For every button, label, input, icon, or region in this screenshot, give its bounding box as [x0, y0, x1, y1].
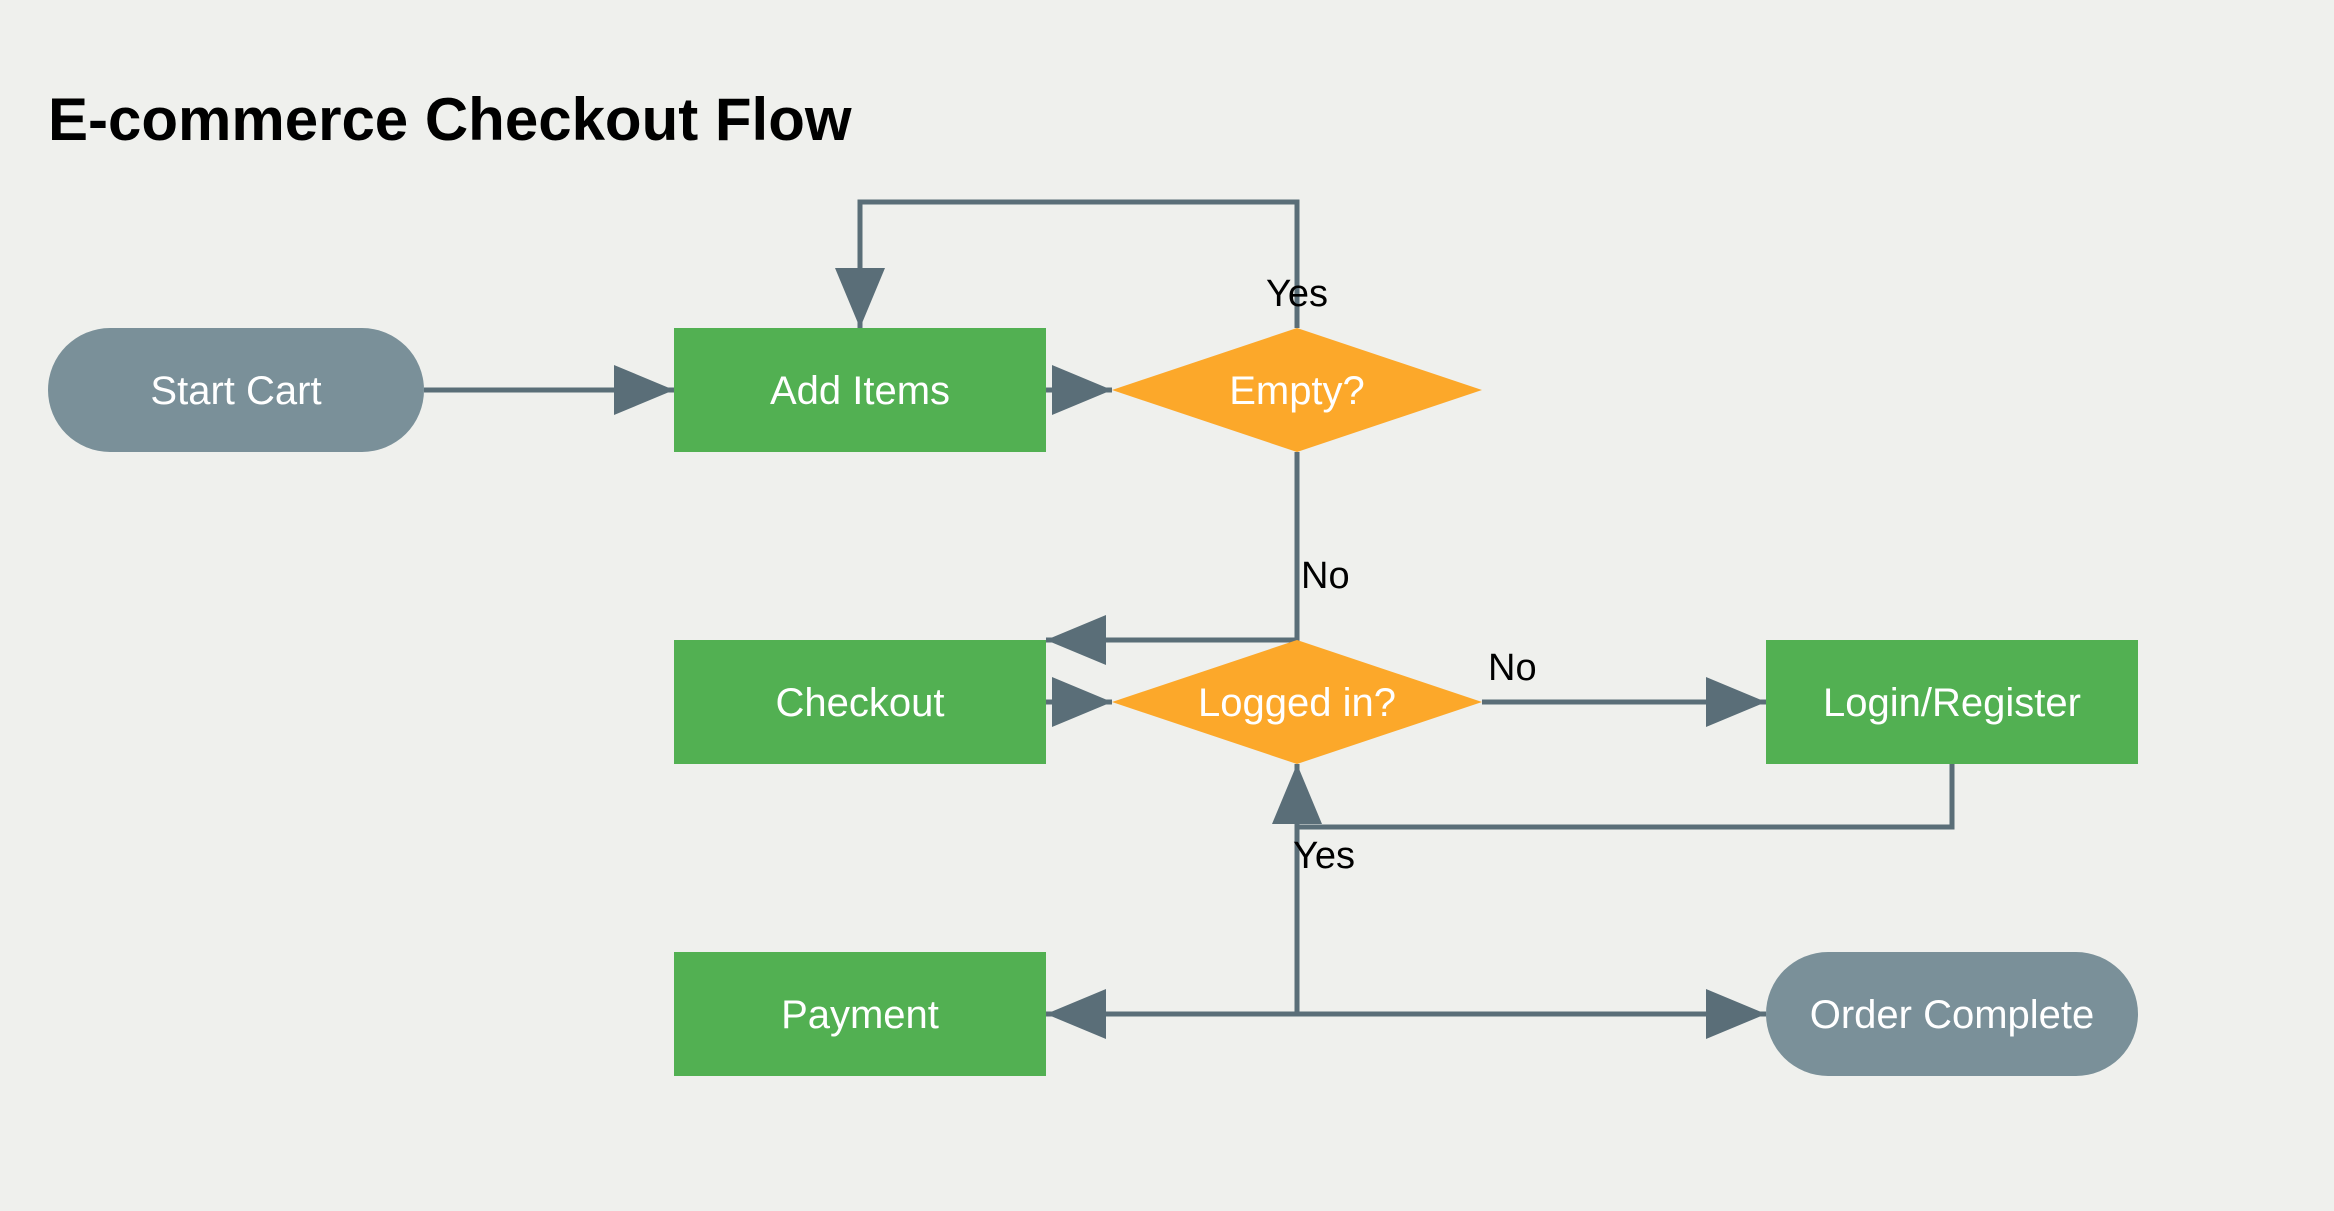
- diagram-title: E-commerce Checkout Flow: [48, 86, 852, 153]
- edge-login-to-logged-in: [1272, 764, 1955, 830]
- edge-label-empty-no: No: [1301, 555, 1350, 597]
- edge-logged-in-yes-to-payment: [1046, 827, 1300, 1039]
- edge-empty-yes-to-add-items: [835, 199, 1300, 328]
- node-logged-in-decision: Logged in?: [1112, 640, 1482, 764]
- node-logged-in-label: Logged in?: [1198, 681, 1396, 725]
- node-checkout: Checkout: [674, 640, 1046, 764]
- node-checkout-label: Checkout: [776, 681, 945, 725]
- edge-empty-no-to-checkout: [1046, 452, 1300, 665]
- edge-label-logged-no: No: [1488, 647, 1537, 689]
- node-payment: Payment: [674, 952, 1046, 1076]
- node-empty-label: Empty?: [1229, 369, 1365, 413]
- nodes: Start Cart Add Items Empty? Checkout Log…: [48, 328, 2138, 1076]
- node-login-register-label: Login/Register: [1823, 681, 2081, 725]
- node-order-complete: Order Complete: [1766, 952, 2138, 1076]
- edge-label-empty-yes: Yes: [1266, 273, 1328, 315]
- node-payment-label: Payment: [781, 993, 939, 1037]
- node-empty-decision: Empty?: [1112, 328, 1482, 452]
- node-start-cart-label: Start Cart: [150, 369, 321, 413]
- node-add-items-label: Add Items: [770, 369, 950, 413]
- edges: [424, 199, 1955, 1039]
- node-order-complete-label: Order Complete: [1810, 993, 2095, 1037]
- node-start-cart: Start Cart: [48, 328, 424, 452]
- node-login-register: Login/Register: [1766, 640, 2138, 764]
- edge-label-logged-yes: Yes: [1293, 835, 1355, 877]
- node-add-items: Add Items: [674, 328, 1046, 452]
- edge-labels: Yes No No Yes: [1266, 273, 1537, 877]
